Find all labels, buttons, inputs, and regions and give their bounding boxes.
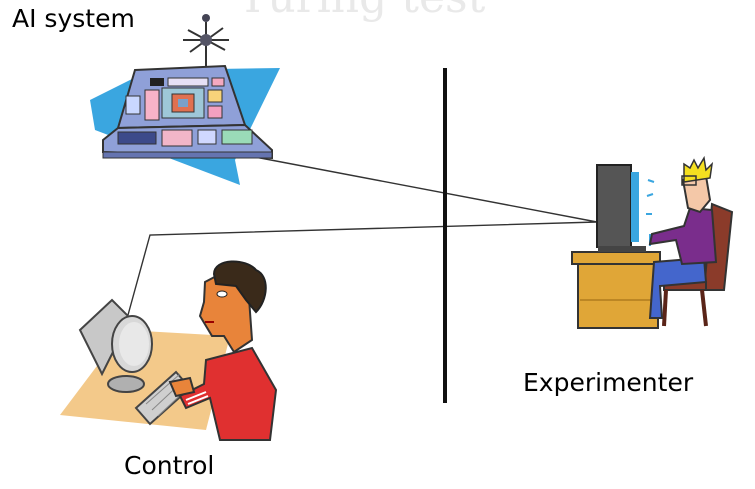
control-person-icon [60,260,278,441]
ai-system-label: AI system [12,4,135,33]
monitor-icon [78,298,153,393]
antenna-icon [183,14,229,70]
monitor-icon [596,164,646,252]
ai-to-experimenter-line [254,156,598,223]
title-fragment: Turing test [238,0,485,23]
control-label: Control [124,451,215,480]
experimenter-icon [571,155,734,329]
control-to-experimenter-line [127,221,598,316]
ai-console-icon [90,14,280,185]
experimenter-label: Experimenter [523,368,694,397]
